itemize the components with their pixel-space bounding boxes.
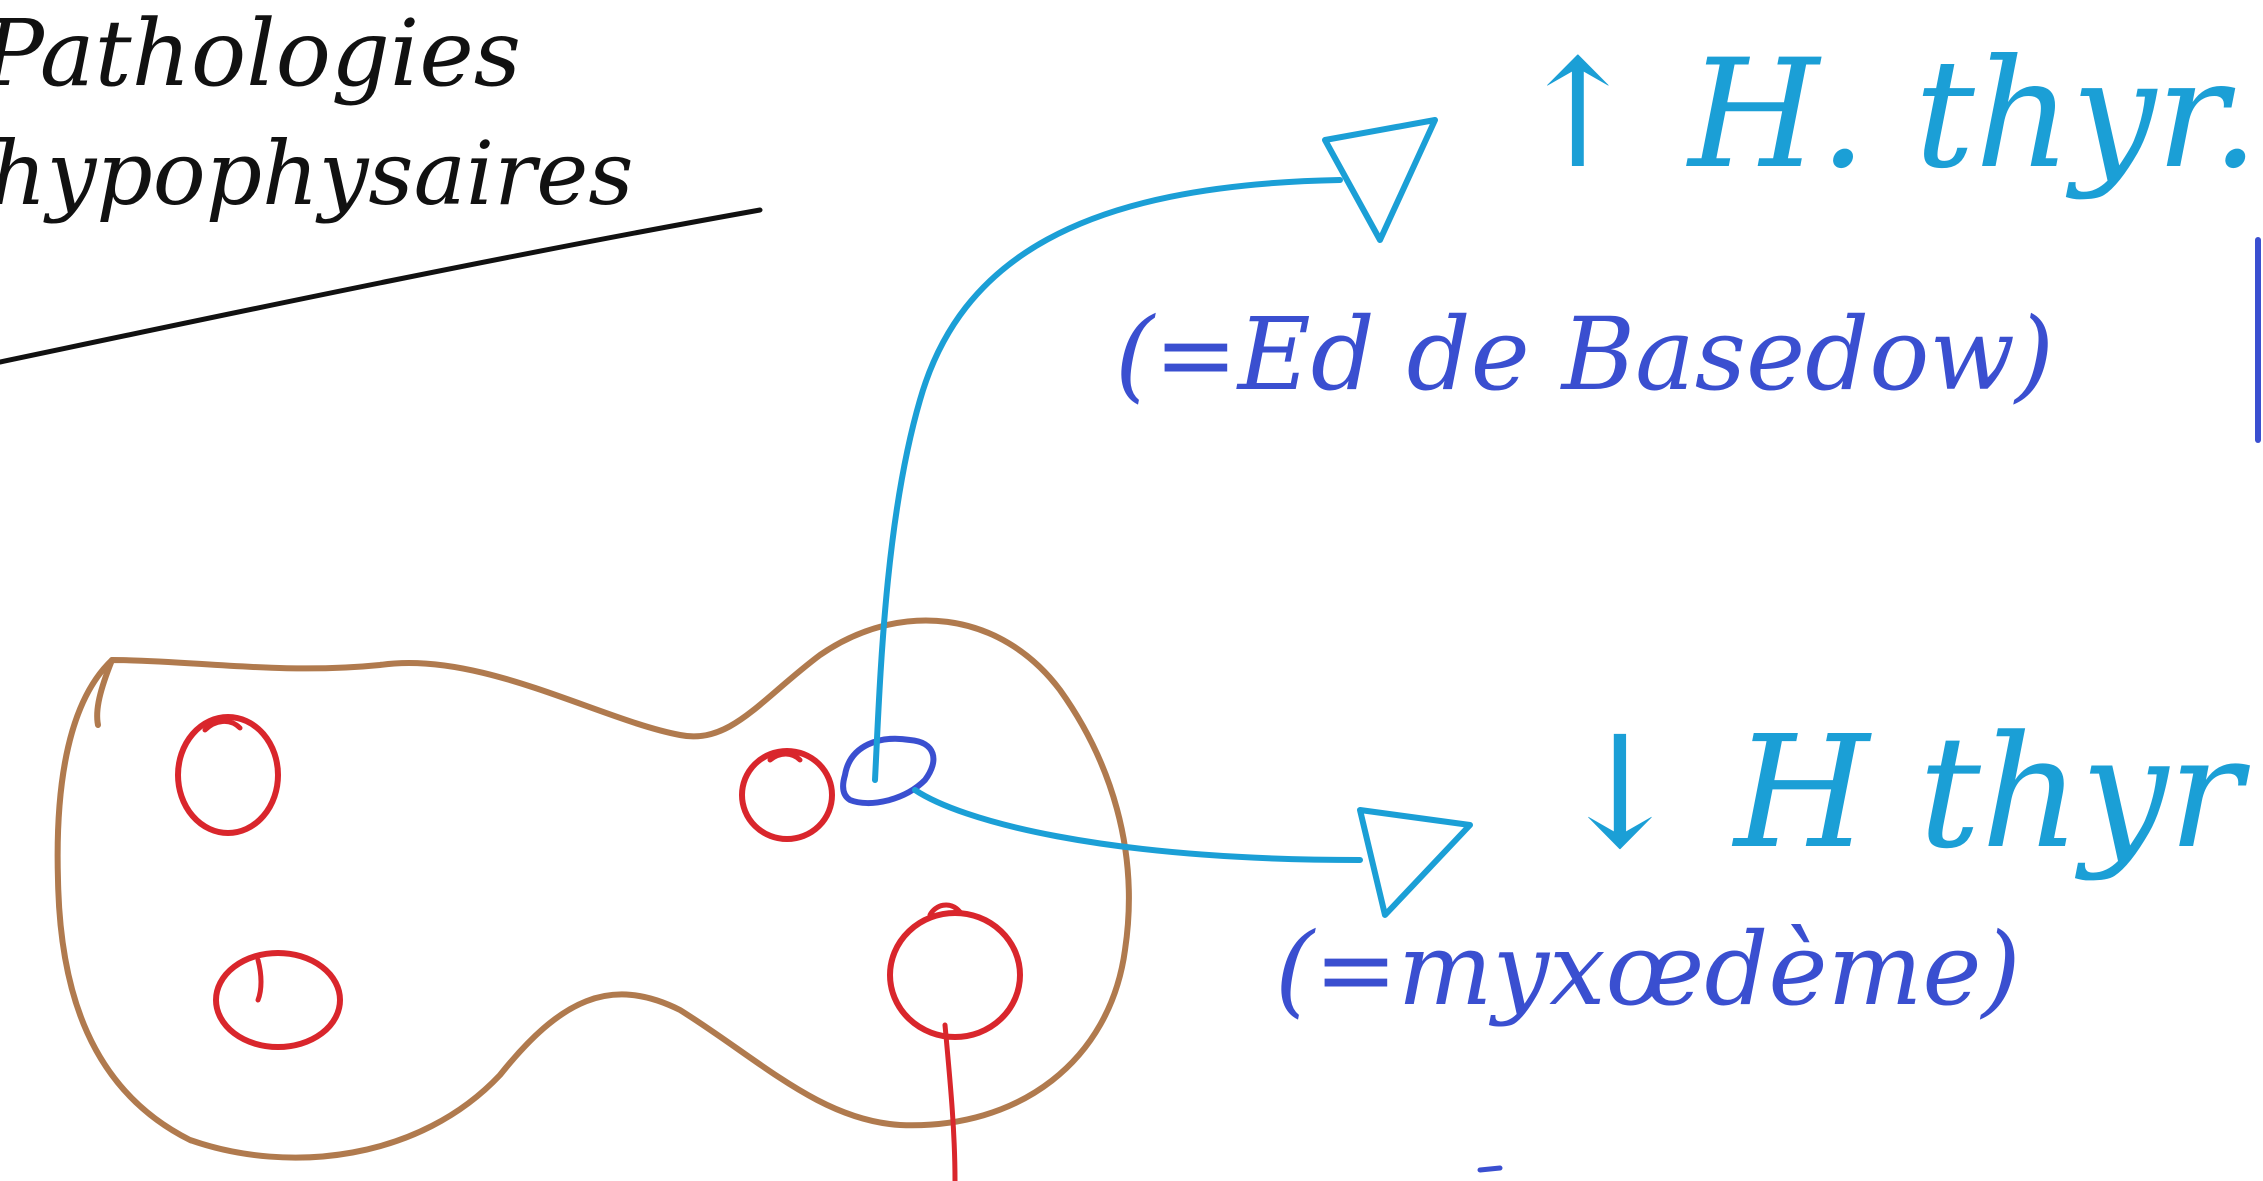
follicle-center-mark [767, 751, 803, 763]
branch-down-label: ↓ H thyr [1555, 702, 2243, 883]
follicle-center [739, 748, 835, 842]
follicle-bottom-left [213, 950, 343, 1050]
arrow-down-path [912, 787, 1363, 863]
follicle-top-left-mark [202, 719, 243, 733]
follicle-top-left [175, 714, 281, 836]
gland-outline-tick [94, 657, 115, 728]
arrow-down-head [1357, 807, 1473, 918]
title-underline [0, 207, 763, 365]
follicle-bottom-left-mark [255, 957, 264, 1003]
title-line-2: hypophysaires [0, 122, 634, 225]
follicle-right [887, 910, 1023, 1040]
branch-up-label: ↑ H. thyr. [1515, 28, 2260, 202]
edge-mark-bottom [1477, 1165, 1503, 1173]
branch-down-note: (=myxœdème) [1275, 911, 2021, 1028]
arrow-up-head [1322, 117, 1438, 243]
title-line-1: Pathologies [0, 0, 522, 107]
follicle-group [175, 714, 1023, 1181]
arrow-up-path [872, 177, 1343, 783]
gland-outline [54, 617, 1132, 1161]
follicle-right-mark [927, 902, 963, 918]
branch-up-note: (=Ed de Basedow) [1115, 296, 2055, 413]
follicle-lead-line [942, 1022, 958, 1181]
